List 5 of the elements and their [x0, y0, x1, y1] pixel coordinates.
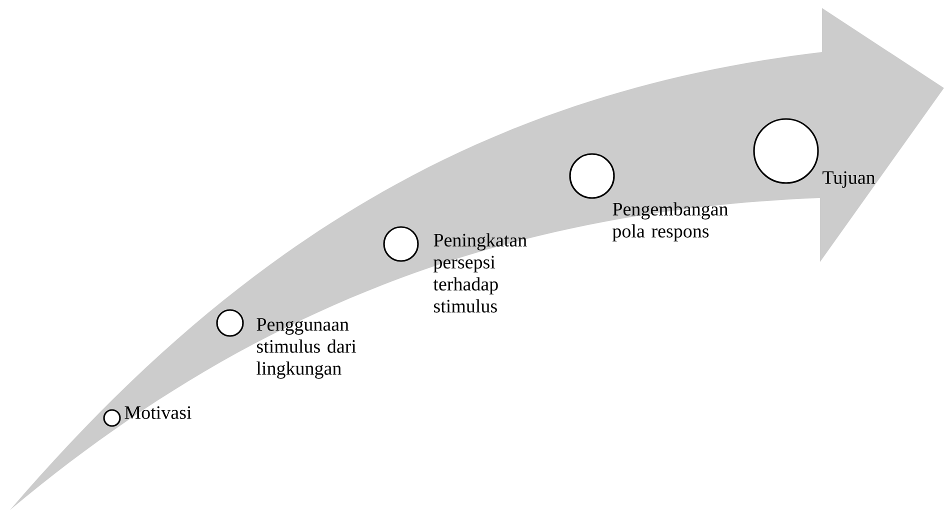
- step-label: Motivasi: [124, 406, 192, 419]
- step-label: Pengembangan pola respons: [612, 202, 728, 242]
- step-label: Tujuan: [822, 171, 876, 188]
- step-label: Peningkatan persepsi terhadap stimulus: [433, 233, 527, 313]
- step-label: Penggunaan stimulus dari lingkungan: [256, 318, 356, 379]
